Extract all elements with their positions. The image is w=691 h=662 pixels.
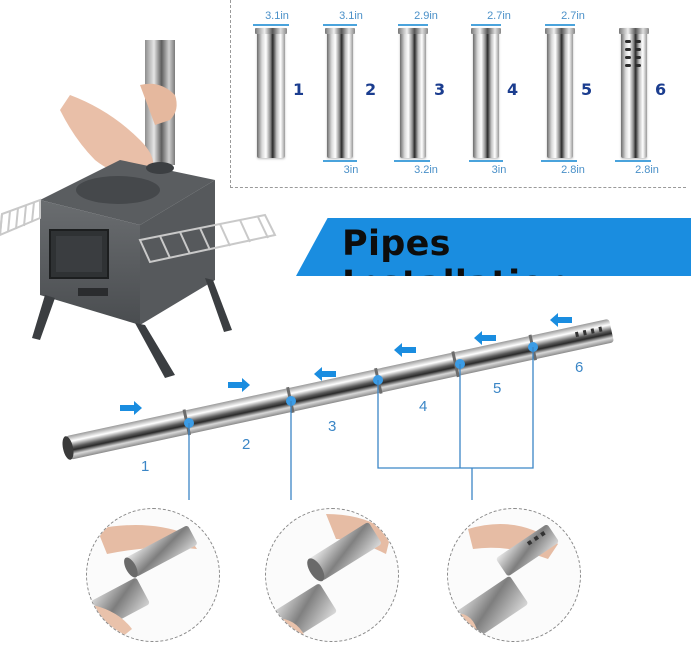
arrow-right-icon (228, 378, 250, 392)
pipe-4-image (471, 28, 501, 158)
pipe-card-3: 2.9in 3.2in 3 (388, 0, 464, 188)
segment-label-3: 3 (328, 418, 337, 435)
pipe-2-bottom-dimension: 3in (343, 164, 359, 176)
section-banner: Pipes Installation (296, 218, 691, 276)
stove-illustration (0, 40, 277, 378)
closeup-joint-1-2 (86, 508, 220, 642)
dimension-line (469, 160, 503, 162)
pipe-5-number: 5 (581, 80, 593, 99)
pipe-4-bottom-dimension: 3in (491, 164, 507, 176)
arrow-left-icon (550, 313, 572, 327)
pipe-specs-panel: 3.1in 1 3.1in 3in 2 2.9in 3.2in 3 2.7in … (230, 0, 686, 188)
pipe-1-number: 1 (293, 80, 305, 99)
pipe-6-perforated-image (619, 28, 649, 158)
dimension-line (541, 160, 577, 162)
pipe-card-2: 3.1in 3in 2 (313, 0, 389, 188)
pipe-3-number: 3 (434, 80, 446, 99)
pipe-6-bottom-dimension: 2.8in (635, 164, 659, 176)
dimension-line (398, 24, 428, 26)
pipe-2-top-dimension: 3.1in (339, 10, 363, 22)
dimension-line (615, 160, 651, 162)
pipe-2-number: 2 (365, 80, 377, 99)
pipe-6-number: 6 (655, 80, 667, 99)
leader-bracket (377, 347, 534, 469)
arrow-left-icon (474, 331, 496, 345)
dimension-line (545, 24, 575, 26)
pipe-1-image (255, 28, 287, 158)
pipe-5-top-dimension: 2.7in (561, 10, 585, 22)
pipe-3-image (398, 28, 428, 158)
segment-label-1: 1 (141, 458, 150, 475)
pipe-3-bottom-dimension: 3.2in (414, 164, 438, 176)
arrow-left-icon (394, 343, 416, 357)
pipe-opening (62, 436, 74, 460)
dimension-line (323, 160, 357, 162)
dimension-line (394, 160, 430, 162)
segment-label-5: 5 (493, 380, 502, 397)
pipe-1-top-dimension: 3.1in (265, 10, 289, 22)
dimension-line (323, 24, 357, 26)
pipe-3-top-dimension: 2.9in (414, 10, 438, 22)
pipe-card-1: 3.1in 1 (239, 0, 315, 188)
pipe-card-6: 2.8in 6 (609, 0, 685, 188)
dimension-line (471, 24, 501, 26)
arrow-left-icon (314, 367, 336, 381)
pipe-card-4: 2.7in 3in 4 (461, 0, 537, 188)
closeup-joint-5-6 (447, 508, 581, 642)
section-title: Pipes Installation (342, 224, 571, 304)
pipe-4-number: 4 (507, 80, 519, 99)
segment-label-4: 4 (419, 398, 428, 415)
segment-label-6: 6 (575, 359, 584, 376)
pipe-5-image (545, 28, 575, 158)
dimension-line (253, 24, 289, 26)
pipe-4-top-dimension: 2.7in (487, 10, 511, 22)
assembled-pipe-diagram (62, 313, 614, 500)
closeup-joint-2-3 (265, 508, 399, 642)
long-pipe-body (66, 319, 614, 460)
arrow-right-icon (120, 401, 142, 415)
pipe-2-image (325, 28, 355, 158)
pipe-card-5: 2.7in 2.8in 5 (535, 0, 611, 188)
segment-label-2: 2 (242, 436, 251, 453)
pipe-5-bottom-dimension: 2.8in (561, 164, 585, 176)
